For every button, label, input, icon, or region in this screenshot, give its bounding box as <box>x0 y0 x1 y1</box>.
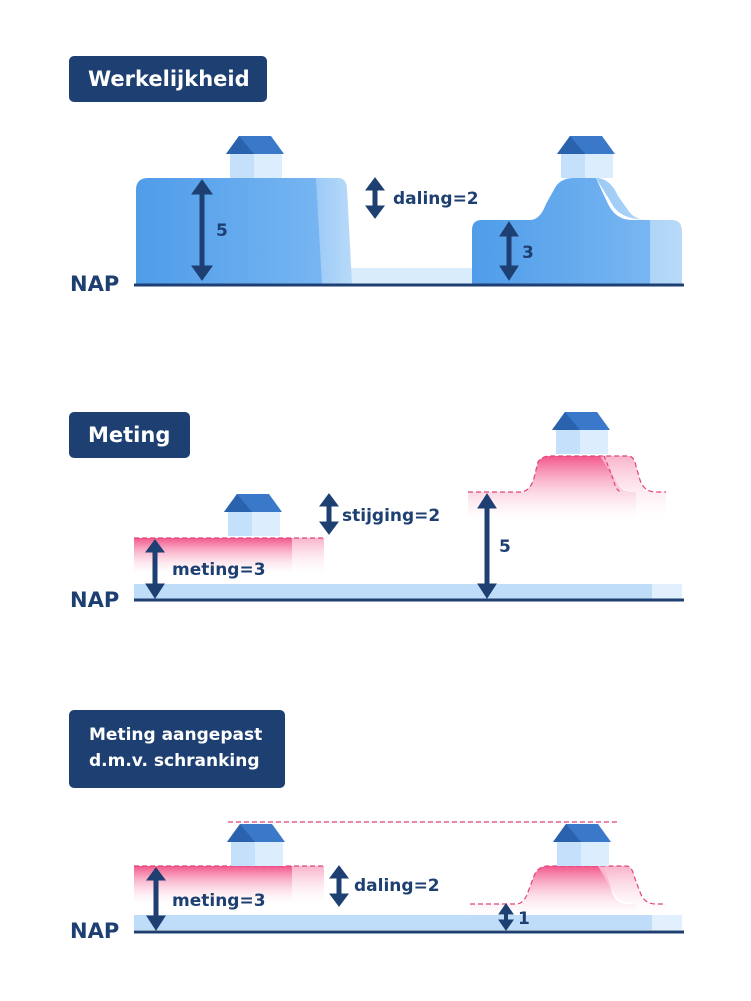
left-ground-side <box>316 178 352 284</box>
title-meting-aangepast: Meting aangepast d.m.v. schranking <box>69 710 285 788</box>
house-icon <box>552 412 610 454</box>
label-right-height: 5 <box>499 537 511 557</box>
ground-strip-end <box>652 915 682 930</box>
left-measure-side <box>292 538 324 574</box>
arrow-right-height <box>498 903 514 931</box>
water-strip <box>350 268 472 284</box>
dashed-line <box>603 455 621 493</box>
label-meting: meting=3 <box>172 891 266 911</box>
left-measure-block <box>134 538 292 574</box>
title-line-1: Meting aangepast <box>89 725 263 745</box>
label-meting: meting=3 <box>172 560 266 580</box>
panel-werkelijkheid: NAP 5 daling=2 3 <box>70 136 684 296</box>
arrow-left-measure <box>145 539 165 599</box>
dashed-line <box>468 455 666 493</box>
left-ground-block <box>136 178 326 284</box>
left-measure-block <box>134 866 292 904</box>
ground-strip <box>134 915 652 930</box>
nap-label: NAP <box>70 919 119 943</box>
house-icon <box>553 824 611 866</box>
right-ground-block <box>472 178 650 284</box>
house-icon <box>557 136 615 178</box>
label-daling: daling=2 <box>354 876 440 896</box>
right-measure-side <box>598 866 666 915</box>
ground-strip <box>134 584 652 599</box>
arrow-left-height <box>191 179 213 281</box>
right-ground-side <box>596 178 682 284</box>
nap-label: NAP <box>70 272 119 296</box>
house-icon <box>227 824 285 866</box>
panel-meting-aangepast: NAP meting=3 daling=2 1 <box>70 821 684 943</box>
arrow-change <box>329 865 349 907</box>
label-daling: daling=2 <box>393 189 479 209</box>
label-right-height: 3 <box>522 243 534 263</box>
arrow-right-height <box>499 221 519 281</box>
dashed-line <box>470 865 666 905</box>
title-werkelijkheid: Werkelijkheid <box>69 56 267 102</box>
ground-strip-end <box>652 584 682 599</box>
panel-meting: NAP meting=3 stijging=2 5 <box>70 412 684 612</box>
title-meting: Meting <box>69 412 190 458</box>
left-measure-side <box>292 866 324 904</box>
label-right-height: 1 <box>518 909 530 929</box>
right-measure-block <box>468 456 636 520</box>
arrow-right-height <box>477 493 497 599</box>
right-measure-block <box>470 866 636 915</box>
arrow-change <box>365 177 385 219</box>
house-icon <box>226 136 284 178</box>
arrow-change <box>319 493 339 535</box>
house-icon <box>224 494 282 536</box>
nap-label: NAP <box>70 588 119 612</box>
right-measure-side <box>600 456 666 520</box>
label-left-height: 5 <box>216 221 228 241</box>
title-line-2: d.m.v. schranking <box>89 751 260 771</box>
arrow-left-measure <box>146 867 166 931</box>
label-stijging: stijging=2 <box>342 506 440 526</box>
